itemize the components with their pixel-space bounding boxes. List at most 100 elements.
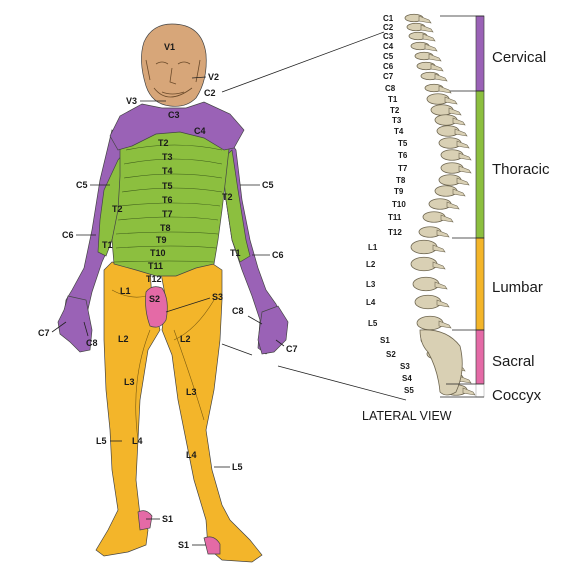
label-l2-right: L2: [180, 334, 191, 344]
label-c4: C4: [194, 126, 206, 136]
label-t7: T7: [162, 209, 173, 219]
region-bars: [440, 15, 485, 398]
connector-leg: [221, 343, 253, 356]
spine-label-l2: L2: [366, 260, 376, 269]
spine-label-t5: T5: [398, 139, 408, 148]
spinous-process-c4: [424, 43, 438, 52]
s2-region: [145, 286, 168, 328]
spinous-process-t3: [452, 117, 466, 126]
spinous-process-l1: [432, 244, 446, 253]
spinous-process-t11: [440, 214, 454, 223]
label-v1: V1: [164, 42, 175, 52]
spine-label-t8: T8: [396, 176, 406, 185]
label-t10: T10: [150, 248, 166, 258]
spine-label-t11: T11: [388, 213, 402, 222]
sacrum: [419, 329, 463, 396]
spine-label-s4: S4: [402, 374, 412, 383]
label-c7-right: C7: [286, 344, 298, 354]
face-features: [145, 59, 201, 98]
spine-label-t12: T12: [388, 228, 402, 237]
lumbar-bar: [475, 237, 485, 331]
connector-leg-2: [277, 365, 407, 401]
connector-neck: [221, 31, 385, 93]
spinous-process-c7: [434, 73, 448, 82]
label-s3: S3: [212, 292, 223, 302]
spinous-process-t7: [458, 165, 472, 174]
label-t6: T6: [162, 195, 173, 205]
spinous-process-t4: [454, 128, 468, 137]
label-t1-right: T1: [230, 248, 241, 258]
label-s2: S2: [149, 294, 160, 304]
head: [141, 23, 207, 107]
torso-bands: [113, 144, 223, 263]
leg-right: [159, 261, 263, 563]
spine-label-t4: T4: [394, 127, 404, 136]
label-l3-left: L3: [124, 377, 135, 387]
spine-label-l1: L1: [368, 243, 378, 252]
label-t9: T9: [156, 235, 167, 245]
spine-label-c4: C4: [383, 42, 394, 51]
coccyx-bar: [475, 383, 485, 398]
spine-label-t9: T9: [394, 187, 404, 196]
spine-label-t10: T10: [392, 200, 406, 209]
spine-label-l3: L3: [366, 280, 376, 289]
spinous-process-c3: [422, 33, 436, 42]
label-t3: T3: [162, 152, 173, 162]
label-c2: C2: [204, 88, 216, 98]
label-t2-left: T2: [112, 204, 123, 214]
label-l2-left: L2: [118, 334, 129, 344]
spinous-process-t8: [456, 177, 470, 186]
label-c3: C3: [168, 110, 180, 120]
label-t5: T5: [162, 181, 173, 191]
spine-label-c6: C6: [383, 62, 394, 71]
spinous-process-t6: [458, 152, 472, 161]
spine-label-s3: S3: [400, 362, 410, 371]
spine-label-c1: C1: [383, 14, 394, 23]
cervical-bar: [475, 15, 485, 92]
label-l4-left: L4: [132, 436, 143, 446]
region-label-sacral: Sacral: [492, 353, 535, 370]
label-c8-left: C8: [86, 338, 98, 348]
spinous-process-c2: [420, 24, 434, 33]
label-t4: T4: [162, 166, 173, 176]
spinous-process-s5: [462, 387, 476, 396]
label-l3-right: L3: [186, 387, 197, 397]
label-t12: T12: [146, 274, 162, 284]
spinous-process-c5: [428, 53, 442, 62]
spine-lateral-view: C1C2C3C4C5C6C7C8T1T2T3T4T5T6T7T8T9T10T11…: [366, 13, 476, 396]
thoracic-bar: [475, 90, 485, 239]
spine-label-t3: T3: [392, 116, 402, 125]
hand-left: [57, 295, 93, 353]
spine-label-t6: T6: [398, 151, 408, 160]
spinous-process-l2: [432, 261, 446, 270]
spinous-process-c6: [430, 63, 444, 72]
lateral-view-title: LATERAL VIEW: [362, 409, 452, 423]
label-c5-right: C5: [262, 180, 274, 190]
label-c6-left: C6: [62, 230, 74, 240]
spinous-process-t10: [446, 201, 460, 210]
spine-label-t2: T2: [390, 106, 400, 115]
spine-label-l5: L5: [368, 319, 378, 328]
shoulder-band: [109, 101, 245, 151]
body-labels: V1 V2 C2 V3 C3 C4 T2 T3 T4 T5 T6 T7 T8 T…: [38, 42, 298, 550]
label-s1-right: S1: [178, 540, 189, 550]
sacral-bar: [475, 329, 485, 385]
spine-label-t1: T1: [388, 95, 398, 104]
label-c6-right: C6: [272, 250, 284, 260]
label-t2-top: T2: [158, 138, 169, 148]
label-c7-left: C7: [38, 328, 50, 338]
region-label-coccyx: Coccyx: [492, 387, 542, 404]
foot-left-s1: [137, 510, 153, 531]
spinous-process-t9: [452, 188, 466, 197]
label-c5-left: C5: [76, 180, 88, 190]
spine-label-c8: C8: [385, 84, 396, 93]
label-t8: T8: [160, 223, 171, 233]
foot-right-s1: [203, 536, 221, 555]
label-t11: T11: [148, 261, 163, 271]
spine-label-s1: S1: [380, 336, 390, 345]
spinous-process-c1: [418, 15, 432, 24]
hand-right: [257, 305, 289, 355]
spinous-process-l5: [438, 320, 452, 329]
